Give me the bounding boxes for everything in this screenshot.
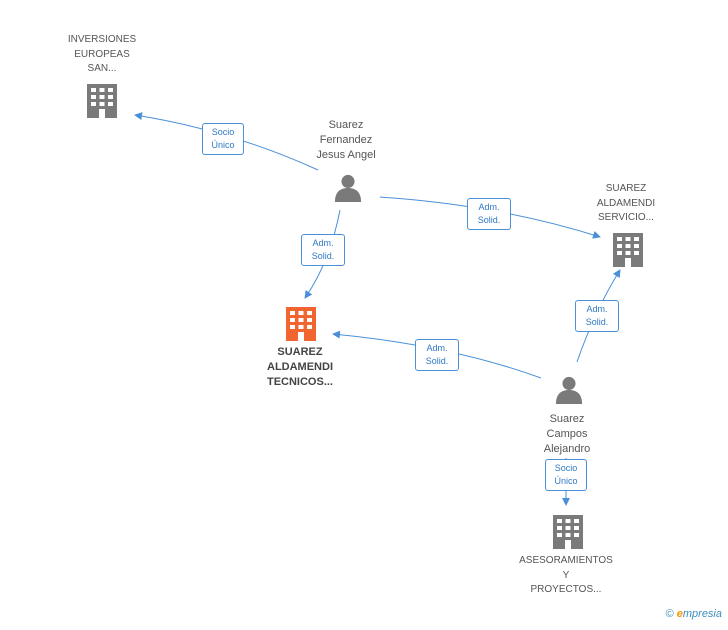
edge-badge-socio-unico-1[interactable]: Socio Único [202, 123, 244, 155]
label-line: Campos [546, 428, 588, 440]
brand-e: e [676, 608, 683, 620]
label-line: SAN... [87, 63, 117, 74]
badge-line: Adm. [478, 202, 500, 212]
badge-line: Adm. [426, 343, 448, 353]
servicio-building-icon[interactable] [613, 233, 643, 267]
node-inversiones-label[interactable]: INVERSIONES EUROPEAS SAN... [52, 33, 152, 77]
edge-badge-socio-unico-2[interactable]: Socio Único [545, 459, 587, 491]
inversiones-building-icon[interactable] [87, 84, 117, 118]
badge-line: Único [211, 140, 235, 150]
label-line: Alejandro [543, 443, 591, 455]
label-line: TECNICOS... [266, 376, 333, 388]
label-line: SUAREZ [605, 183, 647, 194]
node-aldamendi-servicio-label[interactable]: SUAREZ ALDAMENDI SERVICIO... [576, 182, 676, 226]
badge-line: Solid. [585, 317, 609, 327]
label-line: Y [562, 569, 570, 581]
asesoramientos-building-icon[interactable] [553, 515, 583, 549]
badge-line: Adm. [312, 238, 334, 248]
label-line: EUROPEAS [74, 48, 130, 60]
label-line: ASESORAMIENTOS [519, 555, 613, 566]
badge-line: Socio [211, 127, 235, 137]
suarez-fernandez-person-icon[interactable] [334, 174, 362, 202]
edge-badge-adm-solid-3[interactable]: Adm. Solid. [415, 339, 459, 371]
edge-badge-adm-solid-4[interactable]: Adm. Solid. [575, 300, 619, 332]
tecnicos-building-icon[interactable] [286, 307, 316, 341]
label-line: ALDAMENDI [596, 197, 656, 209]
label-line: ALDAMENDI [267, 361, 333, 373]
badge-line: Solid. [477, 215, 501, 225]
label-line: Suarez [328, 119, 364, 131]
label-line: SUAREZ [277, 346, 323, 358]
edge-badge-adm-solid-1[interactable]: Adm. Solid. [467, 198, 511, 230]
label-line: Jesus Angel [316, 149, 376, 161]
label-line: PROYECTOS... [530, 584, 602, 595]
label-line: Suarez [549, 413, 585, 425]
empresia-logo[interactable]: © empresia [666, 608, 722, 620]
badge-line: Solid. [311, 251, 335, 261]
label-line: SERVICIO... [598, 212, 654, 223]
suarez-campos-person-icon[interactable] [555, 376, 583, 404]
node-suarez-fernandez-label[interactable]: Suarez Fernandez Jesus Angel [296, 118, 396, 163]
badge-line: Socio [554, 463, 578, 473]
node-asesoramientos-label[interactable]: ASESORAMIENTOS Y PROYECTOS... [506, 554, 626, 598]
copyright-icon: © [665, 608, 674, 620]
edge-badge-adm-solid-2[interactable]: Adm. Solid. [301, 234, 345, 266]
node-aldamendi-tecnicos-label[interactable]: SUAREZ ALDAMENDI TECNICOS... [250, 345, 350, 390]
badge-line: Solid. [425, 356, 449, 366]
badge-line: Adm. [586, 304, 608, 314]
label-line: INVERSIONES [67, 34, 137, 45]
brand-name: mpresia [682, 608, 722, 620]
badge-line: Único [554, 476, 578, 486]
node-suarez-campos-label[interactable]: Suarez Campos Alejandro [517, 412, 617, 457]
label-line: Fernandez [319, 134, 373, 146]
